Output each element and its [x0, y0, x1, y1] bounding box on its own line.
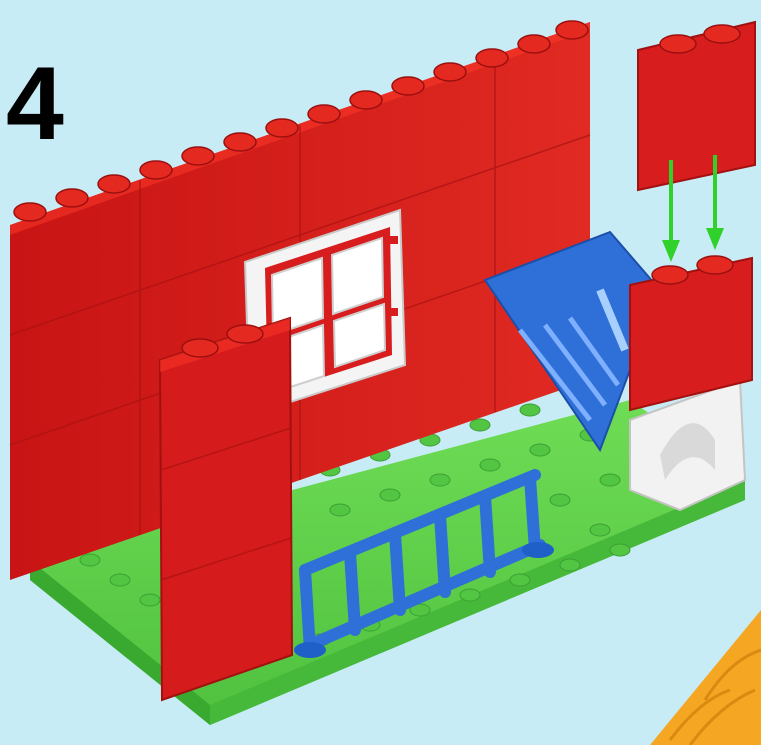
red-pillar: [160, 318, 292, 700]
red-brick-new: [638, 22, 755, 190]
orange-roof-piece: [650, 610, 761, 745]
